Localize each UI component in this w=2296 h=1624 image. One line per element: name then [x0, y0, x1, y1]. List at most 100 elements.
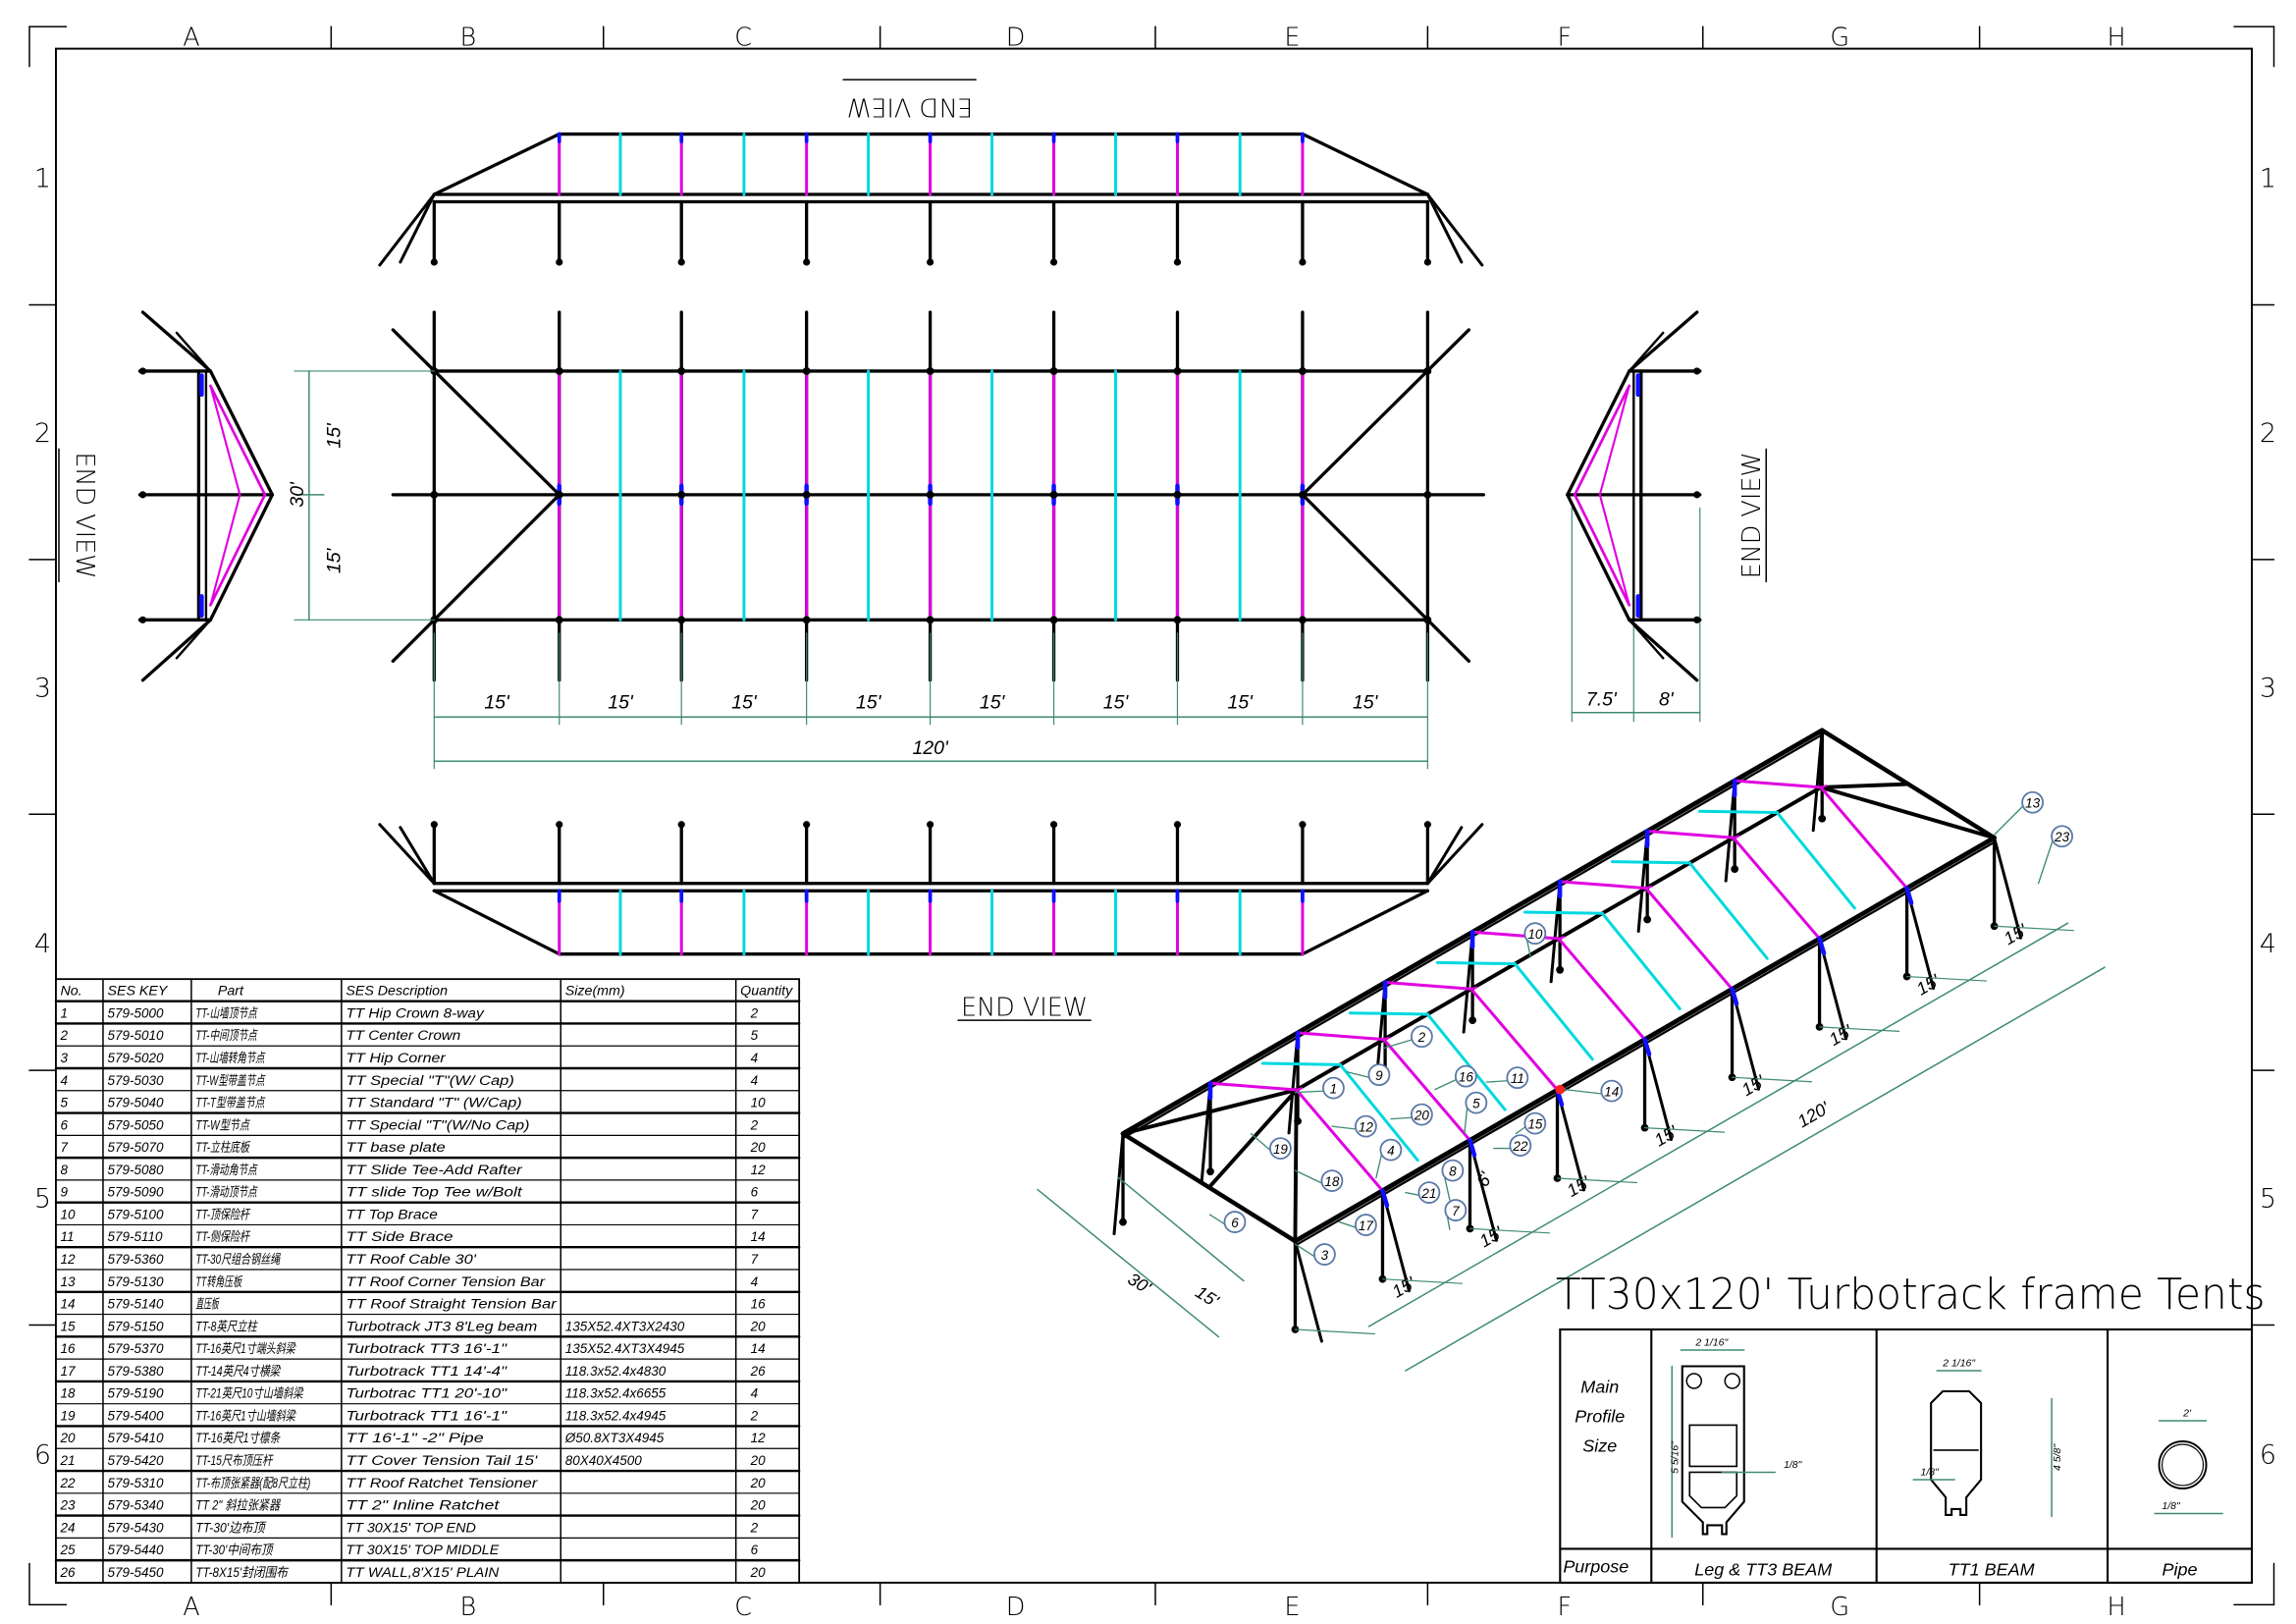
- cell-no: 25: [59, 1543, 75, 1557]
- cell-part: TT-滑动角节点: [195, 1163, 257, 1177]
- joint-dot: [138, 491, 147, 499]
- grid-column-label: C: [734, 1593, 752, 1622]
- rafter: [209, 384, 241, 496]
- dimension-label: 15': [1476, 1222, 1507, 1251]
- frame-member: [1566, 493, 1631, 622]
- dimension-label: 15': [1913, 970, 1944, 999]
- cell-desc: TT Slide Tee-Add Rafter: [346, 1163, 522, 1177]
- dimension-line: [1367, 922, 2069, 1327]
- cell-desc: TT 30X15' TOP MIDDLE: [346, 1543, 500, 1557]
- cell-no: 5: [60, 1096, 68, 1110]
- purlin: [1522, 910, 1604, 915]
- cell-no: 26: [59, 1565, 75, 1580]
- cell-qty: 7: [751, 1252, 759, 1267]
- joint-dot: [555, 367, 563, 375]
- cell-part: TT-14英尺4寸横梁: [195, 1364, 281, 1379]
- rafter: [1208, 1081, 1299, 1092]
- joint-dot: [1299, 616, 1307, 624]
- rafter: [1469, 986, 1478, 991]
- cell-desc: TT 2" Inline Ratchet: [346, 1498, 501, 1513]
- cell-key: 579-5080: [107, 1163, 163, 1177]
- column-header: Size(mm): [565, 984, 625, 1000]
- callout-bubble: [1454, 1064, 1477, 1088]
- cell-part: TT-16英尺1寸端头斜梁: [195, 1341, 295, 1356]
- hip-rafter: [1818, 728, 1825, 789]
- dimension-label: 4 5/8": [2053, 1443, 2063, 1471]
- callout-number: 2: [1417, 1030, 1426, 1045]
- pipe-profile-inner: [2161, 1443, 2205, 1487]
- dimension-label: 15': [1228, 691, 1255, 713]
- callout-number: 13: [2025, 796, 2040, 811]
- end-view-label: END VIEW: [1737, 452, 1767, 578]
- grid-row-label: 3: [2260, 673, 2276, 703]
- grid-row-label: 1: [2260, 164, 2276, 194]
- joint-dot: [677, 490, 686, 499]
- brace-leg: [1462, 930, 1474, 1034]
- cell-key: 579-5340: [107, 1498, 163, 1513]
- cell-qty: 26: [750, 1364, 766, 1379]
- frame-member: [208, 369, 275, 497]
- purlin: [1435, 960, 1517, 966]
- purlin: [1260, 1061, 1342, 1066]
- cell-desc: TT Roof Corner Tension Bar: [346, 1274, 545, 1289]
- cell-desc: TT Roof Ratchet Tensioner: [346, 1476, 538, 1490]
- cell-desc: Turbotrack TT3 16'-1": [346, 1341, 507, 1356]
- foot-plate: [1556, 965, 1565, 974]
- dimension-label: 15': [731, 691, 758, 713]
- frame-member: [1628, 310, 1699, 373]
- grid-row-label: 2: [34, 418, 51, 449]
- cell-qty: 20: [750, 1476, 766, 1490]
- cell-part: TT-8英尺立柱: [195, 1319, 258, 1333]
- cell-desc: TT 30X15' TOP END: [346, 1520, 476, 1535]
- callout-number: 19: [1273, 1142, 1288, 1157]
- cell-size: 118.3x52.4x4830: [565, 1364, 667, 1379]
- joint-dot: [138, 367, 147, 375]
- grid-column-label: B: [459, 24, 476, 53]
- purlin: [1338, 1062, 1419, 1163]
- dimension-label: 2 1/16": [1694, 1338, 1729, 1349]
- splay-leg: [1425, 192, 1484, 267]
- cell-key: 579-5040: [107, 1096, 163, 1110]
- callout-leader: [1331, 1125, 1359, 1130]
- foot-plate: [556, 821, 563, 829]
- rafter: [1598, 384, 1630, 496]
- grid-column-label: E: [1284, 1593, 1300, 1622]
- cell-qty: 4: [751, 1386, 759, 1401]
- rafter: [1819, 785, 1909, 891]
- foot-plate: [1643, 915, 1652, 924]
- cell-no: 20: [59, 1431, 75, 1445]
- cell-no: 16: [60, 1341, 75, 1356]
- cell-key: 579-5310: [107, 1476, 163, 1490]
- column-header: Quantity: [740, 984, 793, 1000]
- cell-qty: 4: [751, 1073, 759, 1088]
- brace-leg: [1112, 1132, 1125, 1236]
- hip-rafter: [391, 493, 561, 663]
- grid-column-label: F: [1557, 1593, 1572, 1622]
- callout-bubble: [1355, 1214, 1377, 1236]
- column-header: SES Description: [346, 984, 448, 1000]
- frame-member: [175, 331, 212, 373]
- foot-plate: [1731, 865, 1739, 873]
- dimension-label: 7.5': [1586, 688, 1618, 710]
- cell-part: TT-滑动顶节点: [195, 1185, 257, 1200]
- foot-plate: [1818, 814, 1827, 823]
- cell-part: TT-顶保险杆: [195, 1207, 250, 1221]
- purlin: [1600, 911, 1682, 1011]
- grid-column-label: D: [1006, 1593, 1026, 1622]
- grid-row-label: 5: [2260, 1184, 2276, 1215]
- cell-desc: TT Cover Tension Tail 15': [346, 1453, 537, 1468]
- dimension-label: 15': [608, 691, 634, 713]
- dimension-label: 15': [1353, 691, 1379, 713]
- extension-line: [1294, 1328, 1376, 1335]
- grid-column-label: G: [1830, 1593, 1849, 1622]
- dimension-label: 120': [912, 737, 949, 759]
- dimension-label: 2 1/16": [1942, 1359, 1976, 1370]
- dimension-label: 15': [1389, 1272, 1419, 1301]
- callout-number: 23: [2054, 830, 2069, 844]
- cell-no: 9: [60, 1185, 68, 1200]
